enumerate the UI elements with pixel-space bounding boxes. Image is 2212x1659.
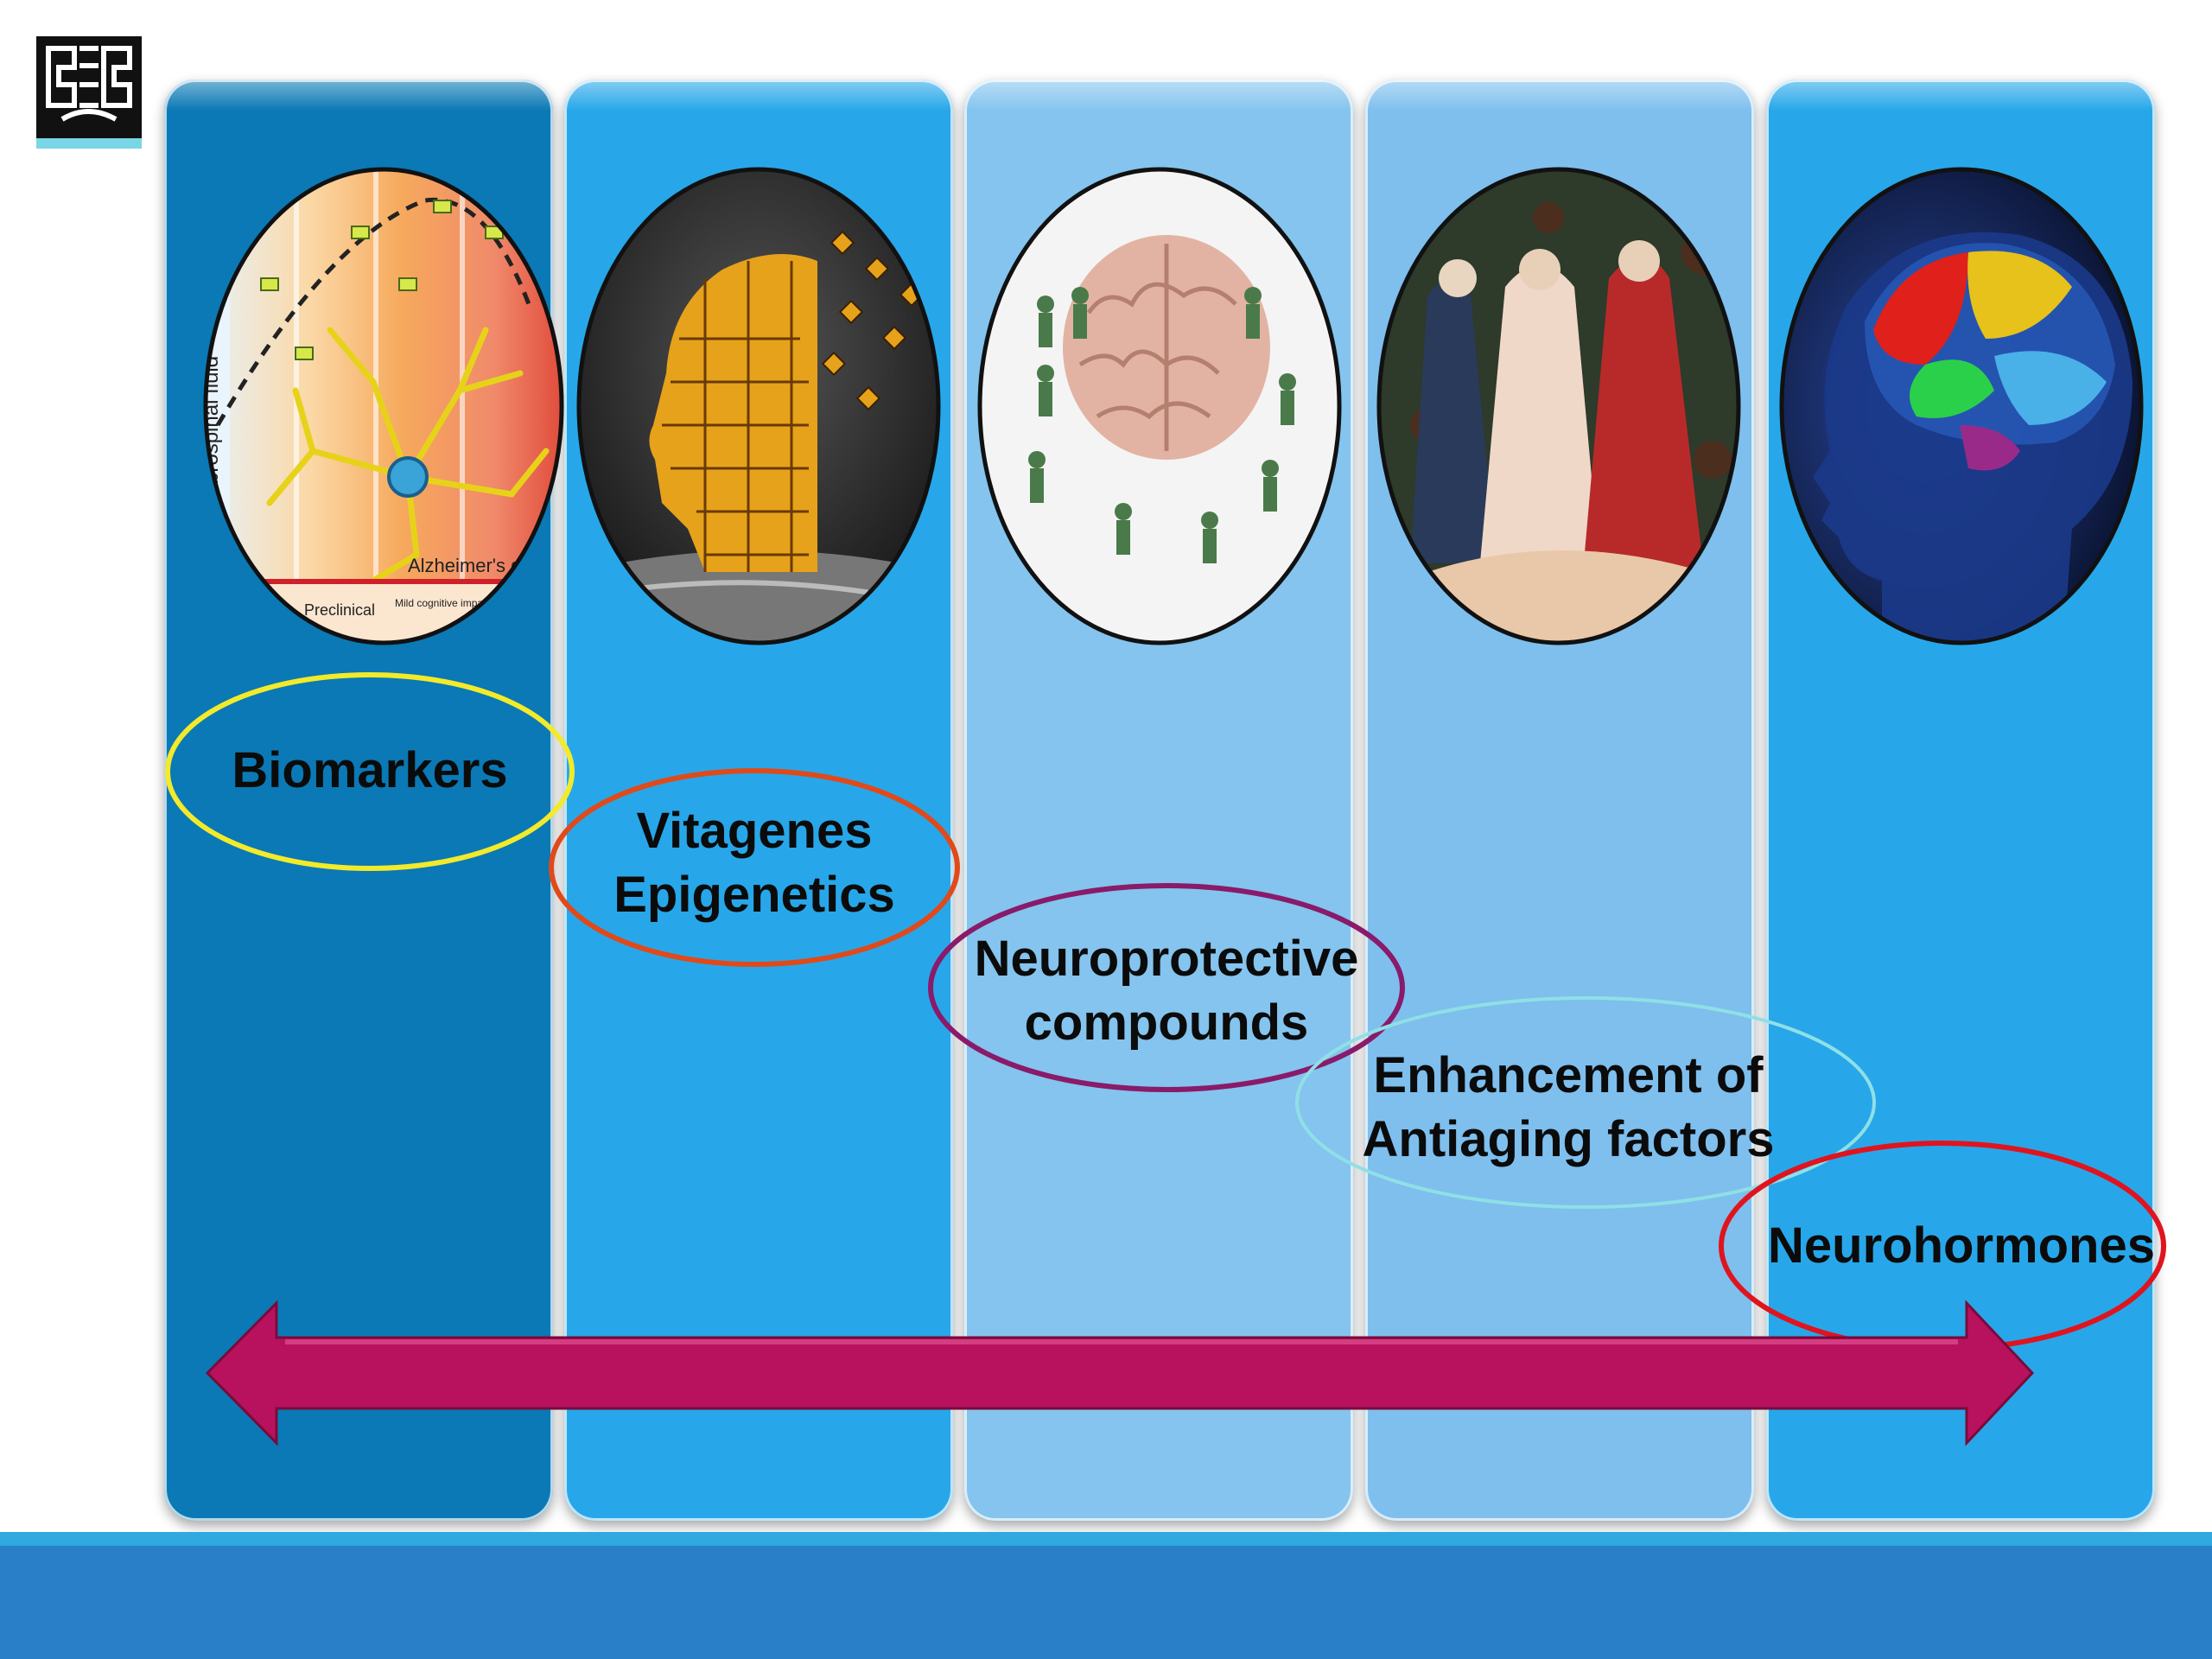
head-signs-picture — [576, 167, 941, 645]
biomarkers-ring — [165, 672, 575, 871]
brain-scan-picture — [1779, 167, 2144, 645]
tapestry-picture — [1376, 167, 1741, 645]
neuroprotective-ring — [928, 883, 1405, 1092]
neurohormones-label: Neurohormones — [1768, 1217, 2155, 1274]
preclinical-label: Preclinical — [304, 601, 375, 619]
vitagenes-epigenetics-label: Vitagenes Epigenetics — [613, 803, 895, 923]
neuroprotective-compounds-label: Neuroprotective compounds — [974, 931, 1359, 1051]
footer-accent-line — [0, 1532, 2212, 1546]
antiaging-factors-label: Enhancement of Antiaging factors — [1362, 1047, 1775, 1167]
double-arrow — [205, 1300, 2035, 1446]
logo-icon — [36, 36, 142, 149]
antiaging-ring — [1295, 996, 1876, 1209]
vitagenes-ring — [549, 768, 960, 967]
footer-bar — [0, 1532, 2212, 1659]
biomarker-chart-picture: Alzheimer's disease Cerebrospinal fluid … — [203, 167, 564, 645]
brain-soldiers-picture — [977, 167, 1342, 645]
biomarkers-label: Biomarkers — [232, 742, 508, 798]
